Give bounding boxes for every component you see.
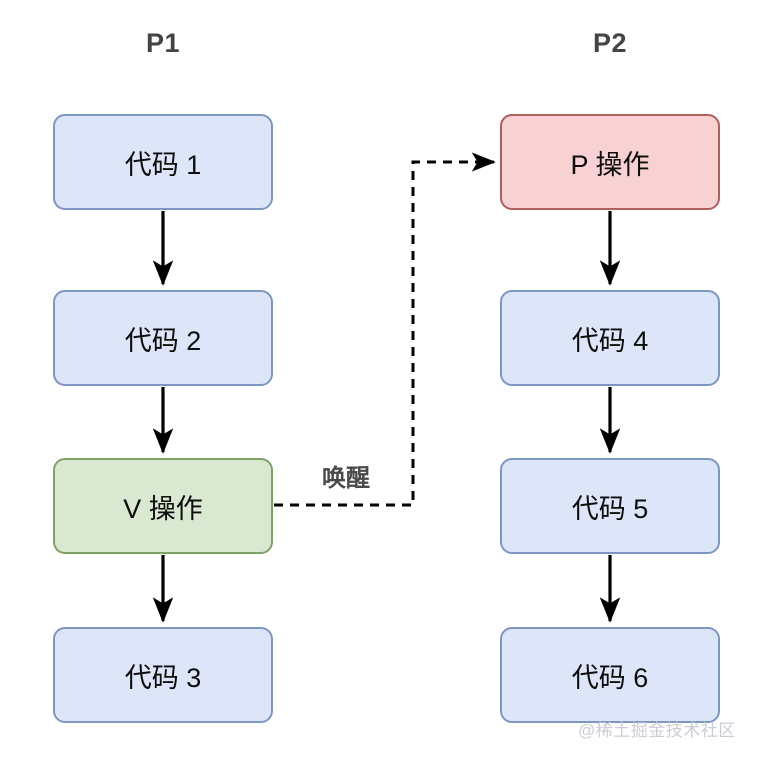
arrow-vop-to-pop-dashed	[274, 152, 496, 507]
node-code6[interactable]: 代码 6	[500, 627, 720, 723]
node-code4-label: 代码 4	[571, 325, 649, 356]
column-title-p1: P1	[145, 28, 181, 58]
node-v-operation-label: V 操作	[123, 493, 203, 524]
node-v-operation[interactable]: V 操作	[53, 458, 273, 554]
node-code5[interactable]: 代码 5	[500, 458, 720, 554]
watermark: @稀土掘金技术社区	[578, 721, 736, 740]
node-p-operation-label: P 操作	[570, 149, 650, 180]
node-p-operation[interactable]: P 操作	[500, 114, 720, 210]
node-code4[interactable]: 代码 4	[500, 290, 720, 386]
node-code3[interactable]: 代码 3	[53, 627, 273, 723]
node-code5-label: 代码 5	[571, 493, 649, 524]
edge-label-wakeup: 唤醒	[322, 465, 370, 492]
node-code1-label: 代码 1	[124, 149, 202, 180]
column-title-p2: P2	[592, 28, 628, 58]
node-code3-label: 代码 3	[124, 662, 202, 693]
node-code1[interactable]: 代码 1	[53, 114, 273, 210]
node-code2-label: 代码 2	[124, 325, 202, 356]
node-code6-label: 代码 6	[571, 662, 649, 693]
node-code2[interactable]: 代码 2	[53, 290, 273, 386]
